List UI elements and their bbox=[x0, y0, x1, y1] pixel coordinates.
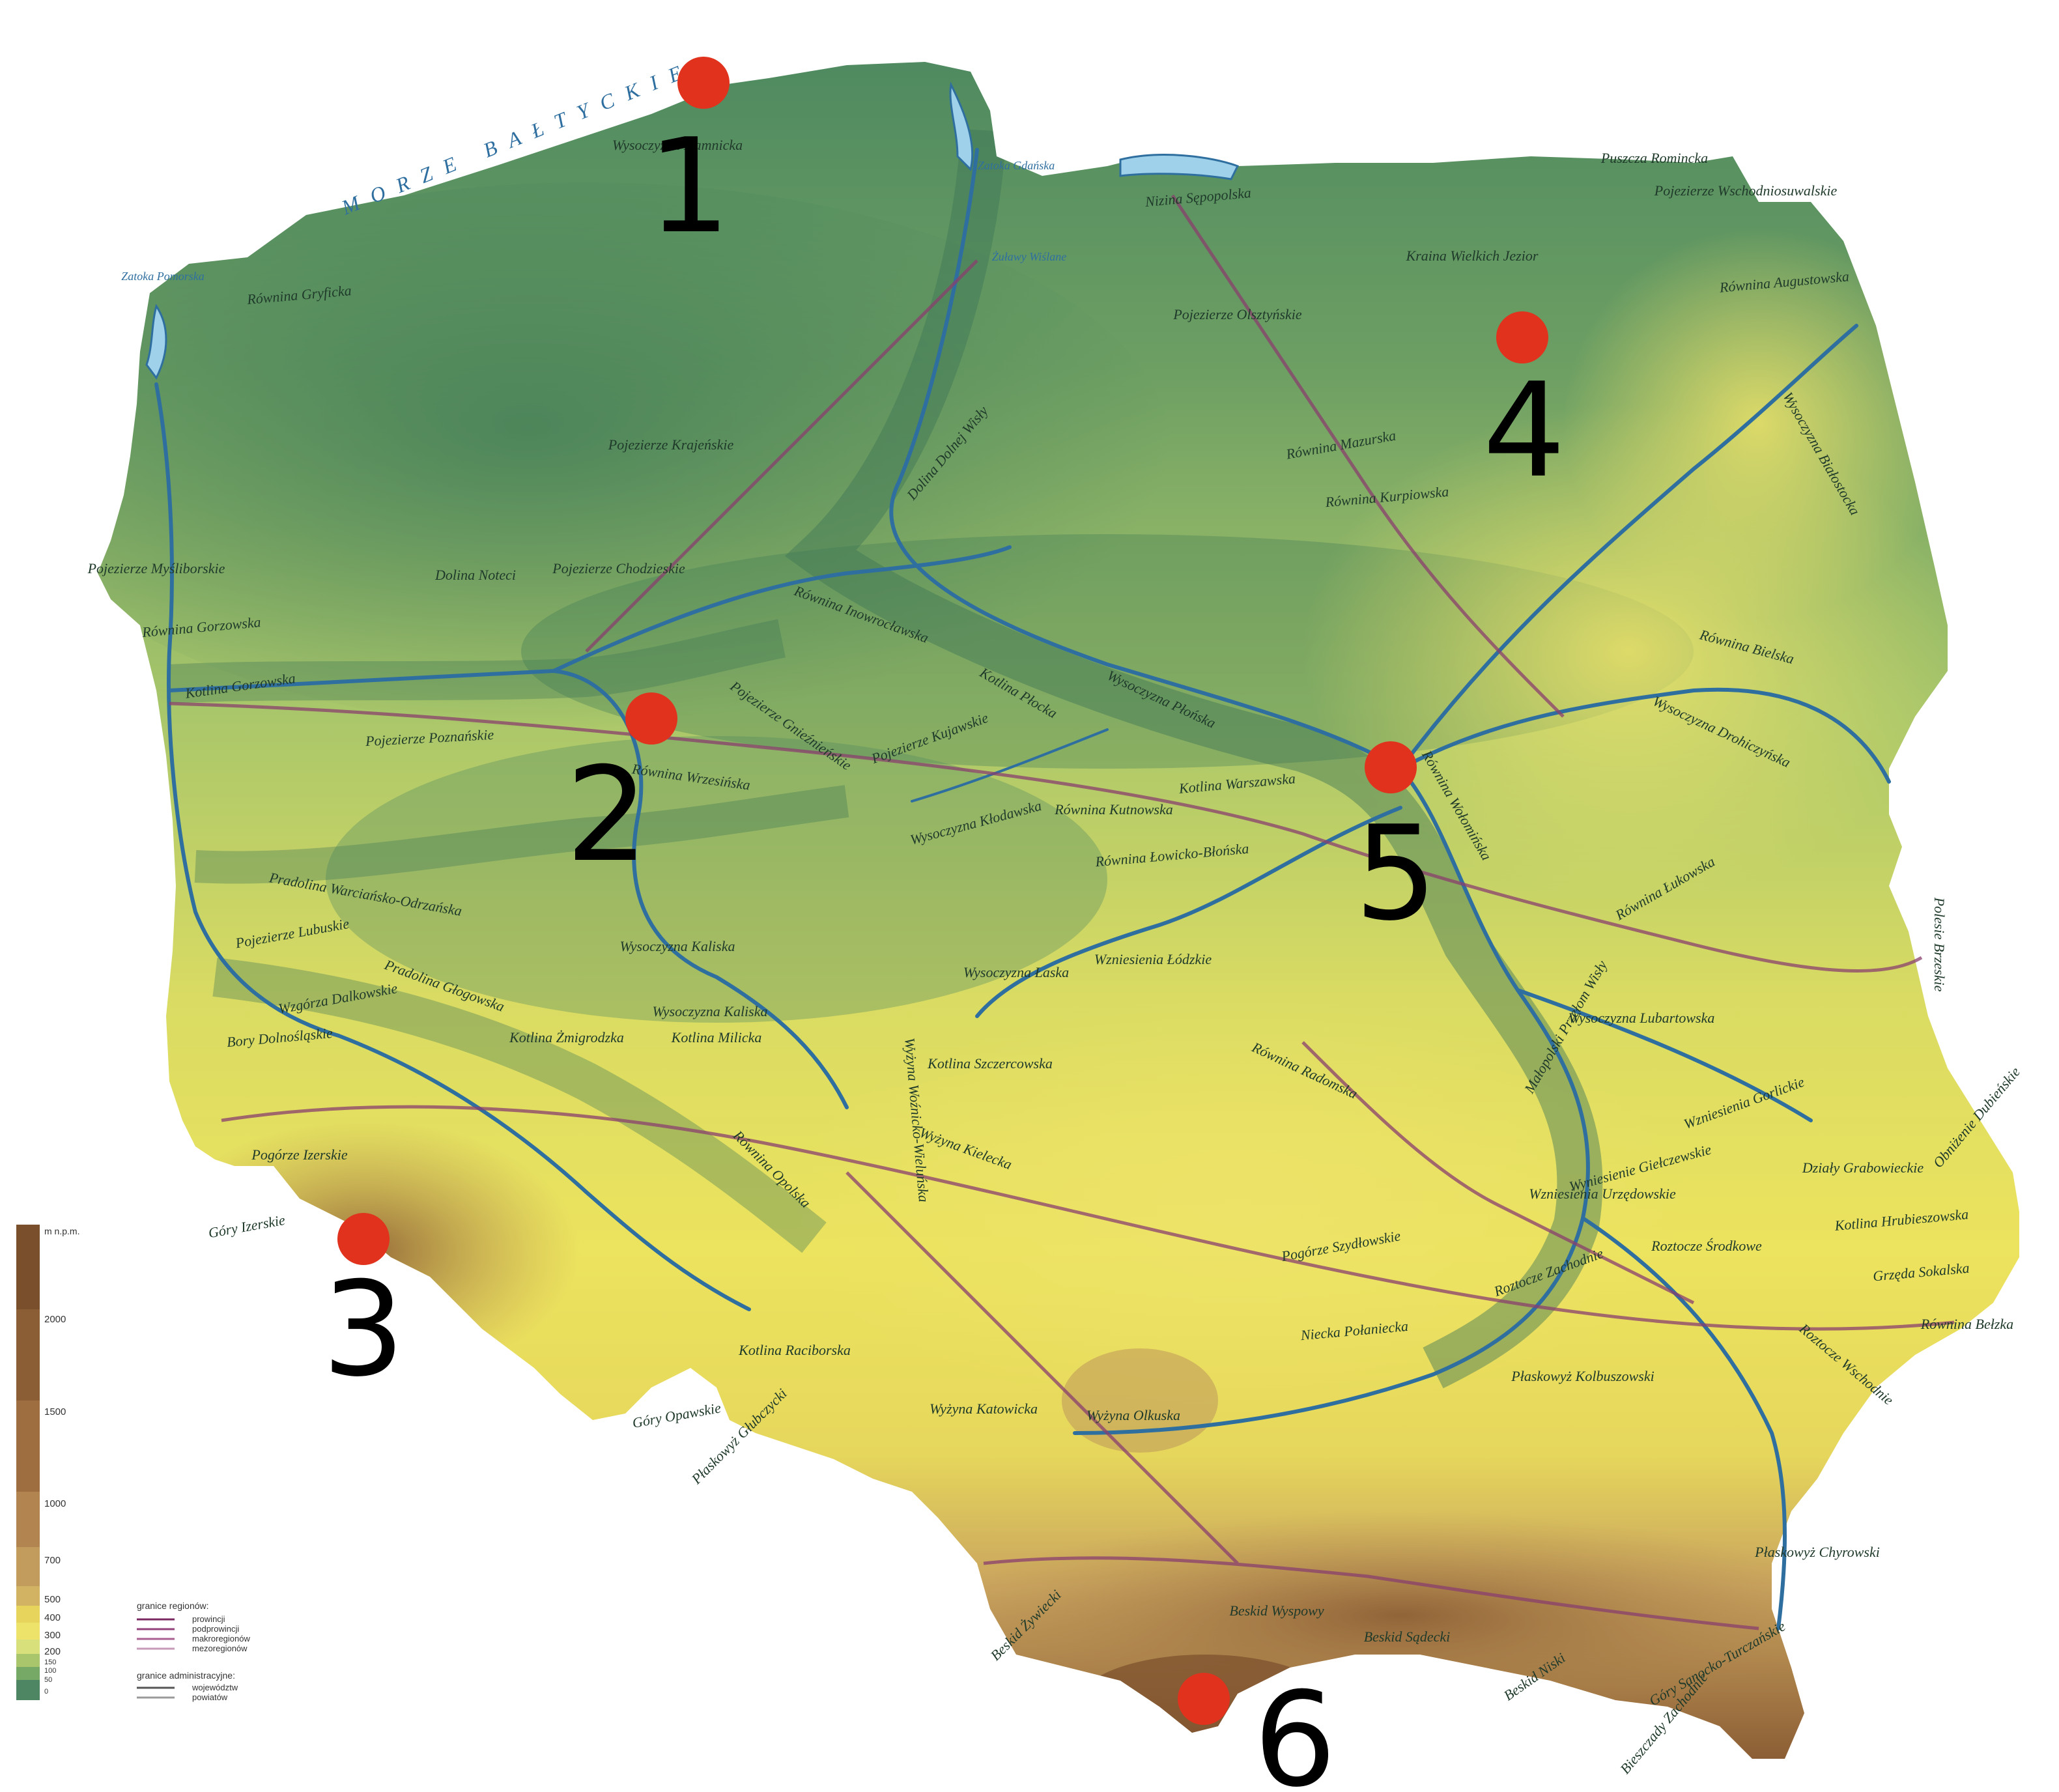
river-narew bbox=[1399, 324, 1858, 771]
legend-scale-tick: 700 bbox=[44, 1555, 61, 1566]
legend-scale-band bbox=[16, 1680, 40, 1700]
river-bug bbox=[1399, 687, 1891, 784]
region-label: Pojezierze Olsztyńskie bbox=[1172, 306, 1302, 322]
region-label: Pojezierze Krajeńskie bbox=[608, 436, 734, 453]
marker-number-5: 5 bbox=[1354, 798, 1437, 950]
rivers bbox=[154, 148, 1891, 1630]
legend-region-bound-label: makroregionów bbox=[192, 1634, 250, 1643]
region-label: Pogórze Izerskie bbox=[251, 1146, 347, 1163]
river-wieprz bbox=[1516, 988, 1813, 1122]
river-oder bbox=[154, 382, 751, 1311]
region-label: Kotlina Milicka bbox=[671, 1029, 762, 1045]
river-bzura bbox=[911, 728, 1109, 803]
marker-number-3: 3 bbox=[322, 1254, 405, 1406]
marker-number-4: 4 bbox=[1483, 355, 1565, 507]
region-label: Kraina Wielkich Jezior bbox=[1406, 248, 1539, 264]
region-label: Kotlina Żmigrodzka bbox=[509, 1029, 624, 1045]
legend-region-bound-label: mezoregionów bbox=[192, 1643, 248, 1653]
legend-scale-band bbox=[16, 1492, 40, 1547]
legend-scale-tick: 500 bbox=[44, 1594, 61, 1605]
marker-number-6: 6 bbox=[1253, 1664, 1336, 1792]
region-label: Zatoka Pomorska bbox=[121, 270, 205, 283]
legend-region-bounds-title: granice regionów: bbox=[137, 1600, 209, 1611]
region-label: Wysoczyzna Kaliska bbox=[619, 938, 735, 954]
legend-scale-band bbox=[16, 1606, 40, 1623]
region-label: Góry Izerskie bbox=[207, 1212, 287, 1241]
legend-scale-band bbox=[16, 1586, 40, 1606]
river-pilica bbox=[975, 806, 1402, 1018]
marker-dot-2 bbox=[625, 692, 677, 745]
legend-scale-band bbox=[16, 1667, 40, 1680]
region-label: Wysoczyzna Lubartowska bbox=[1569, 1010, 1715, 1026]
river-san bbox=[1581, 1216, 1787, 1630]
legend-admin-bound-label: powiatów bbox=[192, 1692, 228, 1702]
region-label: Polesie Brzeskie bbox=[1931, 897, 1948, 992]
river-warta bbox=[167, 668, 849, 1109]
legend-scale-tick: 300 bbox=[44, 1630, 61, 1641]
marker-dot-1 bbox=[677, 57, 730, 109]
region-label: Wysoczyzna Damnicka bbox=[612, 137, 743, 153]
marker-dot-6 bbox=[1178, 1673, 1230, 1725]
marker-dot-4 bbox=[1496, 311, 1548, 363]
legend-scale-band bbox=[16, 1640, 40, 1654]
region-label: Pojezierze Wschodniosuwalskie bbox=[1654, 182, 1838, 199]
legend-region-bound-label: podprowincji bbox=[192, 1624, 239, 1634]
region-label: Roztocze Środkowe bbox=[1651, 1238, 1762, 1254]
region-label: Wzniesienia Łódzkie bbox=[1094, 951, 1212, 967]
legend-scale-tick: 100 bbox=[44, 1667, 56, 1675]
region-label: Równina Kutnowska bbox=[1054, 801, 1173, 818]
region-label: Puszcza Romincka bbox=[1600, 150, 1708, 166]
marker-number-1: 1 bbox=[647, 111, 730, 263]
legend-admin-bound-label: województw bbox=[192, 1683, 238, 1692]
legend-scale-tick: 150 bbox=[44, 1658, 56, 1666]
marker-dot-3 bbox=[337, 1213, 390, 1265]
land-area bbox=[98, 62, 2019, 1759]
region-label: Beskid Wyspowy bbox=[1229, 1602, 1324, 1619]
region-label: Kotlina Szczercowska bbox=[927, 1055, 1053, 1072]
legend-scale-tick: 0 bbox=[44, 1688, 48, 1696]
region-label: Płaskowyż Chyrowski bbox=[1754, 1544, 1880, 1560]
region-label: Żuławy Wiślane bbox=[992, 250, 1067, 263]
legend-scale-tick: 50 bbox=[44, 1676, 52, 1684]
legend-region-bound-label: prowincji bbox=[192, 1614, 225, 1624]
region-label: Pojezierze Chodzieskie bbox=[552, 560, 685, 576]
region-label: Wyżyna Olkuska bbox=[1086, 1407, 1180, 1423]
region-label: Zatoka Gdańska bbox=[978, 159, 1055, 172]
legend-scale-band bbox=[16, 1401, 40, 1492]
legend-scale-unit: m n.p.m. bbox=[44, 1226, 79, 1236]
legend-scale-tick: 2000 bbox=[44, 1314, 66, 1325]
region-label: Wysoczyzna Łaska bbox=[963, 964, 1069, 980]
region-label: Wzniesienia Urzędowskie bbox=[1529, 1186, 1676, 1202]
legend-scale-band bbox=[16, 1225, 40, 1309]
legend-scale-tick: 400 bbox=[44, 1612, 61, 1623]
legend-admin-bounds-title: granice administracyjne: bbox=[137, 1670, 235, 1681]
legend-scale-band bbox=[16, 1309, 40, 1401]
legend-scale-band bbox=[16, 1547, 40, 1586]
region-label: Beskid Sądecki bbox=[1364, 1628, 1451, 1645]
region-label: Pojezierze Myśliborskie bbox=[87, 560, 225, 576]
river-notec bbox=[552, 545, 1012, 673]
legend-scale-band bbox=[16, 1654, 40, 1667]
legend-scale-band bbox=[16, 1623, 40, 1640]
region-label: Kotlina Raciborska bbox=[738, 1342, 851, 1358]
river-vistula bbox=[889, 148, 1590, 1435]
numbered-markers: 1 2 3 4 5 6 bbox=[322, 57, 1566, 1792]
region-label: Dolina Noteci bbox=[434, 567, 516, 583]
legend-scale-tick: 1000 bbox=[44, 1498, 66, 1509]
legend-scale-tick: 1500 bbox=[44, 1406, 66, 1417]
region-borders bbox=[169, 194, 1955, 1630]
coastal-lagoons bbox=[145, 81, 1240, 380]
marker-dot-5 bbox=[1365, 741, 1417, 793]
legend: m n.p.m.20001500100070050040030020015010… bbox=[16, 1225, 250, 1702]
marker-number-2: 2 bbox=[565, 739, 648, 891]
legend-scale-tick: 200 bbox=[44, 1646, 61, 1657]
region-label: Płaskowyż Kolbuszowski bbox=[1511, 1368, 1654, 1384]
region-label: Równina Bełzka bbox=[1920, 1316, 2013, 1332]
region-label: Wyżyna Katowicka bbox=[930, 1401, 1038, 1417]
region-label: Wysoczyzna Kaliska bbox=[652, 1003, 767, 1019]
region-label: Działy Grabowieckie bbox=[1802, 1159, 1924, 1176]
region-label: Góry Opawskie bbox=[631, 1399, 722, 1431]
